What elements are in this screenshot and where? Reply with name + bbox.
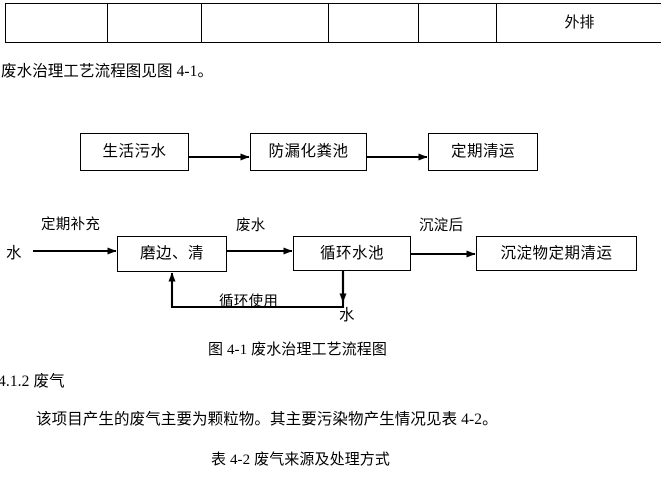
flow-label-water-source: 水 <box>6 245 22 262</box>
flow-box-grinding-cleaning: 磨边、清 <box>117 236 227 272</box>
flow-label-periodic-replenish: 定期补充 <box>41 217 101 233</box>
table-cell-6-discharge: 外排 <box>496 3 661 43</box>
intro-paragraph: 废水治理工艺流程图见图 4-1。 <box>1 63 214 80</box>
table-row: 外排 <box>5 3 661 43</box>
table-cell-4 <box>328 3 419 43</box>
flow-label-wastewater: 废水 <box>236 218 266 234</box>
flow-label-water-out: 水 <box>339 307 355 324</box>
flow-label-after-settling: 沉淀后 <box>419 218 464 234</box>
flow-box-regular-removal: 定期清运 <box>428 133 538 171</box>
flow-box-circulation-pool: 循环水池 <box>293 236 411 271</box>
flow-box-septic-tank: 防漏化粪池 <box>250 133 367 171</box>
figure-caption: 图 4-1 废水治理工艺流程图 <box>208 342 387 358</box>
table-cell-5 <box>418 3 497 43</box>
waste-gas-paragraph: 该项目产生的废气主要为颗粒物。其主要污染物产生情况见表 4-2。 <box>36 411 498 428</box>
table-caption: 表 4-2 废气来源及处理方式 <box>211 452 390 468</box>
table-cell-2 <box>107 3 202 43</box>
table-cell-1 <box>5 3 108 43</box>
flow-box-sediment-periodic-removal: 沉淀物定期清运 <box>476 236 637 271</box>
flow-label-recycle-use: 循环使用 <box>219 294 279 310</box>
data-table-fragment: 外排 <box>5 3 661 43</box>
flow-box-domestic-sewage: 生活污水 <box>80 133 189 171</box>
table-cell-3 <box>201 3 329 43</box>
section-heading-waste-gas: 4.1.2 废气 <box>0 373 65 390</box>
